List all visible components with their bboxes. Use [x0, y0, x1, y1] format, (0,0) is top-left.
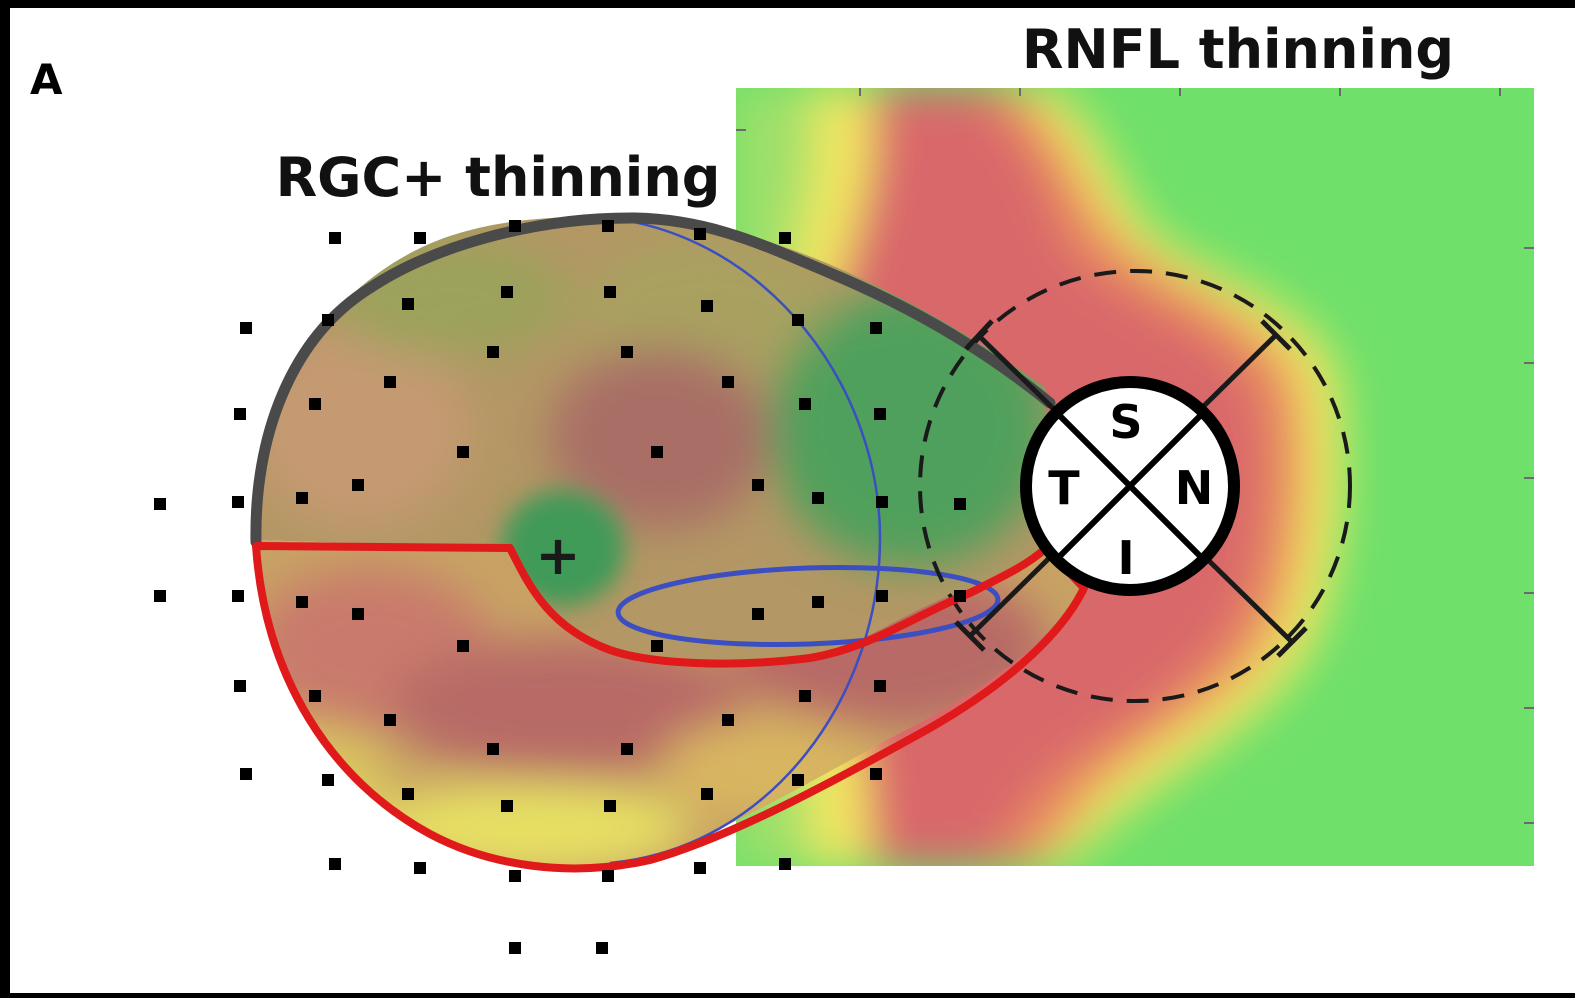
- test-point: [870, 768, 882, 780]
- test-point: [232, 590, 244, 602]
- test-point: [799, 398, 811, 410]
- test-point: [509, 870, 521, 882]
- test-point: [329, 232, 341, 244]
- title-rgc-thinning: RGC+ thinning: [276, 146, 721, 209]
- test-point: [509, 942, 521, 954]
- test-point: [604, 800, 616, 812]
- test-point: [402, 788, 414, 800]
- test-point: [870, 322, 882, 334]
- grey-superior-outline: [250, 212, 1056, 548]
- test-point: [234, 680, 246, 692]
- test-point: [487, 743, 499, 755]
- blue-ellipse: [615, 564, 1001, 648]
- test-point: [792, 314, 804, 326]
- blue-macula-arc: [609, 216, 882, 865]
- test-point: [487, 346, 499, 358]
- test-point: [701, 788, 713, 800]
- test-point: [596, 942, 608, 954]
- test-point: [309, 398, 321, 410]
- test-point: [752, 608, 764, 620]
- test-point: [874, 680, 886, 692]
- test-point: [621, 346, 633, 358]
- test-point: [322, 314, 334, 326]
- test-point: [722, 376, 734, 388]
- test-point: [322, 774, 334, 786]
- test-point: [651, 446, 663, 458]
- test-point: [234, 408, 246, 420]
- test-point: [501, 800, 513, 812]
- test-point: [329, 858, 341, 870]
- figure-canvas: S T N I + A RNFL thinning RGC+ thinning: [10, 8, 1575, 993]
- disc-label-superior: S: [1109, 395, 1142, 449]
- test-point: [384, 714, 396, 726]
- test-point: [309, 690, 321, 702]
- test-point: [792, 774, 804, 786]
- test-point: [240, 768, 252, 780]
- test-point: [954, 498, 966, 510]
- fovea-center-marker: +: [535, 524, 580, 587]
- diagram: S T N I + A RNFL thinning RGC+ thinning: [30, 18, 1534, 954]
- test-point: [352, 608, 364, 620]
- test-point: [812, 596, 824, 608]
- test-point: [501, 286, 513, 298]
- test-point: [154, 590, 166, 602]
- red-inferior-outline: [252, 542, 1088, 873]
- test-point: [694, 228, 706, 240]
- test-point: [602, 870, 614, 882]
- rnfl-axis-ticks: [736, 88, 1534, 824]
- test-point: [240, 322, 252, 334]
- test-point: [384, 376, 396, 388]
- test-point: [722, 714, 734, 726]
- test-point: [779, 858, 791, 870]
- test-point: [154, 498, 166, 510]
- test-point: [232, 496, 244, 508]
- optic-disc: S T N I: [1020, 376, 1240, 596]
- test-point: [457, 446, 469, 458]
- test-point: [799, 690, 811, 702]
- test-point: [414, 232, 426, 244]
- test-point: [874, 408, 886, 420]
- test-point: [296, 596, 308, 608]
- test-point: [812, 492, 824, 504]
- disc-label-nasal: N: [1175, 461, 1214, 515]
- panel-label: A: [30, 55, 63, 104]
- test-point: [402, 298, 414, 310]
- test-point: [779, 232, 791, 244]
- visual-field-test-points: [154, 220, 966, 954]
- test-point: [752, 479, 764, 491]
- test-point: [694, 862, 706, 874]
- test-point: [457, 640, 469, 652]
- test-point: [602, 220, 614, 232]
- disc-label-inferior: I: [1117, 531, 1134, 585]
- test-point: [509, 220, 521, 232]
- test-point: [352, 479, 364, 491]
- test-point: [296, 492, 308, 504]
- test-point: [651, 640, 663, 652]
- test-point: [701, 300, 713, 312]
- test-point: [954, 590, 966, 602]
- disc-label-temporal: T: [1048, 461, 1080, 515]
- title-rnfl-thinning: RNFL thinning: [1022, 18, 1454, 81]
- test-point: [621, 743, 633, 755]
- test-point: [876, 496, 888, 508]
- dashed-peripapillary-circle: [918, 269, 1352, 703]
- test-point: [414, 862, 426, 874]
- test-point: [604, 286, 616, 298]
- test-point: [876, 590, 888, 602]
